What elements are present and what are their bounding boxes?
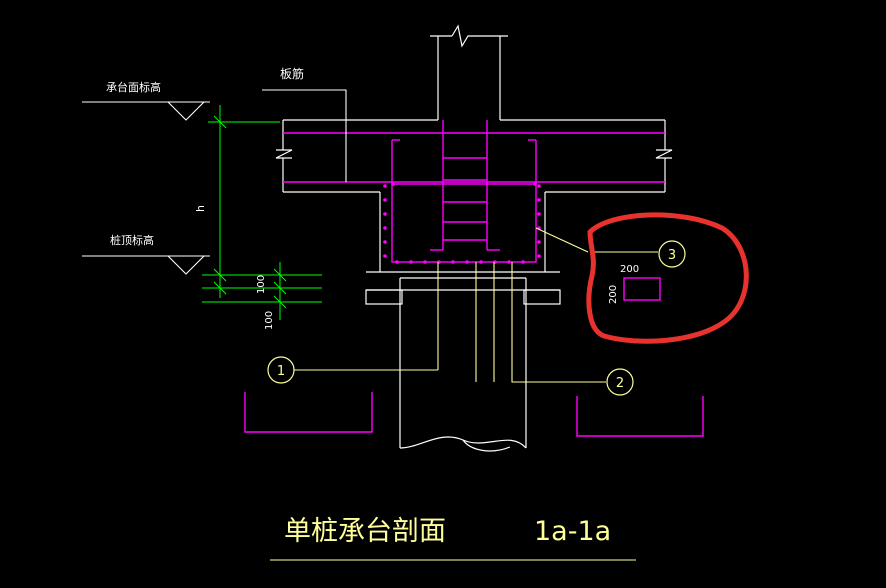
concrete-outline [275, 24, 673, 452]
rebar-dots [383, 182, 541, 264]
callout-circle-3 [658, 240, 686, 268]
dim-200-vertical: 200 [608, 285, 619, 304]
section-markers [244, 392, 704, 437]
callout-circle-1 [267, 356, 295, 384]
label-height-symbol: h [194, 205, 207, 212]
dim-100-lower: 100 [264, 311, 275, 330]
dim-200-horizontal: 200 [620, 264, 639, 275]
callout-label-2: 2 [616, 376, 624, 391]
elevation-marks [82, 89, 347, 275]
label-pile-top-elevation: 桩顶标高 [110, 233, 154, 247]
dim-100-upper: 100 [256, 275, 267, 294]
callout-label-1: 1 [277, 364, 285, 379]
drawing-title: 单桩承台剖面 [284, 516, 446, 547]
dimension-lines [202, 105, 322, 320]
rebar [283, 120, 665, 301]
callout-circle-2 [606, 368, 634, 396]
label-cap-top-elevation: 承台面标高 [106, 80, 161, 94]
callout-label-3: 3 [668, 248, 676, 263]
label-slab-rebar: 板筋 [280, 66, 304, 81]
leader-lines [270, 227, 658, 561]
section-label: 1a-1a [534, 516, 611, 547]
markup-highlight-circle [586, 212, 749, 344]
callout-circles [267, 240, 686, 396]
